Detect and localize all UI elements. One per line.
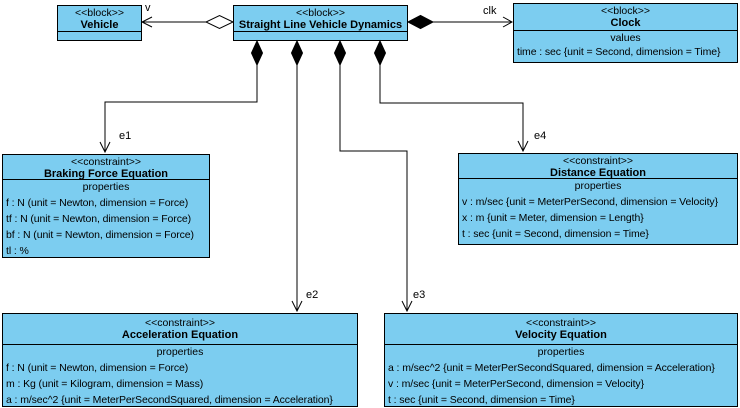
constraint-acceleration-properties-compartment: properties f : N (unit = Newton, dimensi… xyxy=(3,344,357,408)
block-vehicle-empty-compartment xyxy=(58,31,141,41)
connector-label-clk[interactable]: clk xyxy=(483,5,497,17)
block-vehicle[interactable]: <<block>> Vehicle xyxy=(57,5,142,41)
block-clock-header: <<block>> Clock xyxy=(514,4,737,30)
compartment-label: properties xyxy=(156,346,204,358)
connector-v-aggregation[interactable] xyxy=(140,14,235,30)
block-clock-values-compartment: values time : sec {unit = Second, dimens… xyxy=(514,30,737,59)
connector-label-v[interactable]: v xyxy=(145,2,151,14)
constraint-braking-name: Braking Force Equation xyxy=(43,168,169,179)
constraint-distance-equation[interactable]: <<constraint>> Distance Equation propert… xyxy=(458,153,738,245)
property-row: v : m/sec {unit = MeterPerSecond, dimens… xyxy=(462,196,718,208)
property-row: t : sec {unit = Second, dimension = Time… xyxy=(462,228,649,240)
constraint-distance-header: <<constraint>> Distance Equation xyxy=(459,154,737,178)
property-row: f : N (unit = Newton, dimension = Force) xyxy=(6,362,189,374)
block-slvd-stereotype: <<block>> xyxy=(295,7,346,19)
block-slvd-header: <<block>> Straight Line Vehicle Dynamics xyxy=(234,6,407,31)
property-row: tl : % xyxy=(6,245,29,257)
constraint-velocity-equation[interactable]: <<constraint>> Velocity Equation propert… xyxy=(384,313,738,407)
connector-label-e3[interactable]: e3 xyxy=(413,289,426,301)
constraint-velocity-header: <<constraint>> Velocity Equation xyxy=(385,314,737,344)
block-vehicle-stereotype: <<block>> xyxy=(74,7,125,19)
connector-e4-composition[interactable] xyxy=(373,39,529,153)
block-clock[interactable]: <<block>> Clock values time : sec {unit … xyxy=(513,3,738,63)
constraint-velocity-properties-compartment: properties a : m/sec^2 {unit = MeterPerS… xyxy=(385,344,737,408)
value-row: time : sec {unit = Second, dimension = T… xyxy=(517,46,721,58)
constraint-acceleration-header: <<constraint>> Acceleration Equation xyxy=(3,314,357,344)
constraint-distance-properties-compartment: properties v : m/sec {unit = MeterPerSec… xyxy=(459,178,737,242)
block-slvd-empty-compartment xyxy=(234,31,407,41)
connector-label-e1[interactable]: e1 xyxy=(119,130,132,142)
constraint-velocity-name: Velocity Equation xyxy=(515,329,607,341)
block-vehicle-header: <<block>> Vehicle xyxy=(58,6,141,31)
block-straight-line-vehicle-dynamics[interactable]: <<block>> Straight Line Vehicle Dynamics xyxy=(233,5,408,41)
property-row: v : m/sec {unit = MeterPerSecond, dimens… xyxy=(388,378,644,390)
connector-clk-composition[interactable] xyxy=(406,14,514,30)
constraint-braking-force-equation[interactable]: <<constraint>> Braking Force Equation pr… xyxy=(2,154,210,258)
property-row: bf : N (unit = Newton, dimension = Force… xyxy=(6,229,194,241)
constraint-braking-stereotype: <<constraint>> xyxy=(70,156,142,168)
constraint-distance-name: Distance Equation xyxy=(550,167,646,178)
constraint-braking-header: <<constraint>> Braking Force Equation xyxy=(3,155,209,179)
connector-label-e2[interactable]: e2 xyxy=(306,289,319,301)
connector-e1-composition[interactable] xyxy=(99,39,264,154)
property-row: t : sec {unit = Second, dimension = Time… xyxy=(388,394,575,406)
connector-label-e4[interactable]: e4 xyxy=(534,130,547,142)
constraint-acceleration-stereotype: <<constraint>> xyxy=(144,317,216,329)
constraint-distance-stereotype: <<constraint>> xyxy=(562,155,634,167)
block-clock-stereotype: <<block>> xyxy=(600,5,651,17)
block-vehicle-name: Vehicle xyxy=(80,19,119,31)
block-slvd-name: Straight Line Vehicle Dynamics xyxy=(238,19,403,31)
constraint-acceleration-name: Acceleration Equation xyxy=(121,329,239,341)
property-row: a : m/sec^2 {unit = MeterPerSecondSquare… xyxy=(6,394,333,406)
property-row: tf : N (unit = Newton, dimension = Force… xyxy=(6,213,191,225)
property-row: a : m/sec^2 {unit = MeterPerSecondSquare… xyxy=(388,362,715,374)
property-row: f : N (unit = Newton, dimension = Force) xyxy=(6,197,189,209)
constraint-velocity-stereotype: <<constraint>> xyxy=(525,317,597,329)
property-row: m : Kg (unit = Kilogram, dimension = Mas… xyxy=(6,378,204,390)
connector-e3-composition[interactable] xyxy=(333,39,413,313)
connector-e2-composition[interactable] xyxy=(290,39,304,313)
property-row: x : m {unit = Meter, dimension = Length} xyxy=(462,212,644,224)
compartment-label: values xyxy=(610,32,641,44)
compartment-label: properties xyxy=(82,181,130,193)
block-clock-name: Clock xyxy=(610,17,641,29)
compartment-label: properties xyxy=(537,346,585,358)
constraint-acceleration-equation[interactable]: <<constraint>> Acceleration Equation pro… xyxy=(2,313,358,407)
compartment-label: properties xyxy=(574,180,622,192)
constraint-braking-properties-compartment: properties f : N (unit = Newton, dimensi… xyxy=(3,179,209,259)
